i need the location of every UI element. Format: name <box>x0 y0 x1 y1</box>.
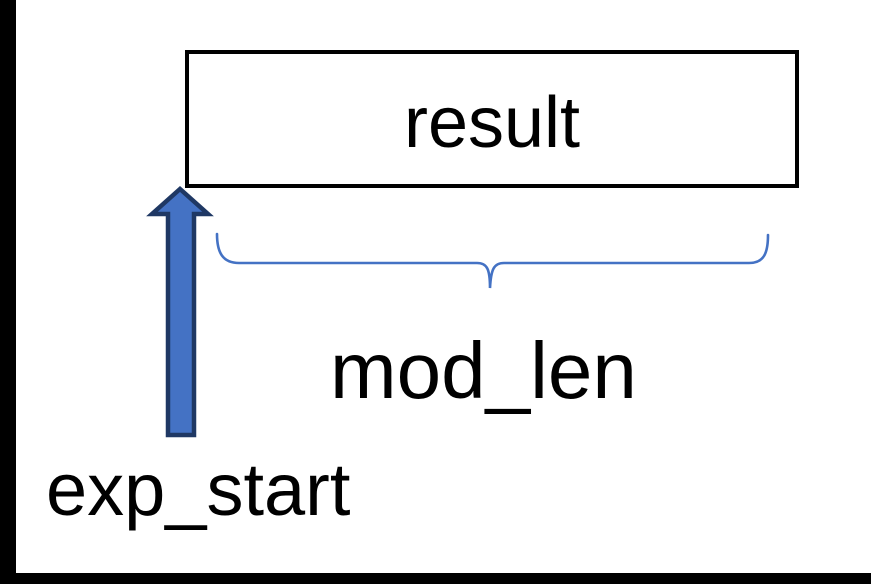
up-arrow-shape <box>146 185 214 438</box>
exp-start-label: exp_start <box>46 448 351 531</box>
mod-len-brace <box>215 232 770 289</box>
frame-edge-bottom <box>0 573 871 584</box>
result-box-label: result <box>403 83 581 163</box>
mod-len-label: mod_len <box>330 326 637 415</box>
result-box: result <box>185 50 799 188</box>
frame-edge-left <box>0 0 16 584</box>
